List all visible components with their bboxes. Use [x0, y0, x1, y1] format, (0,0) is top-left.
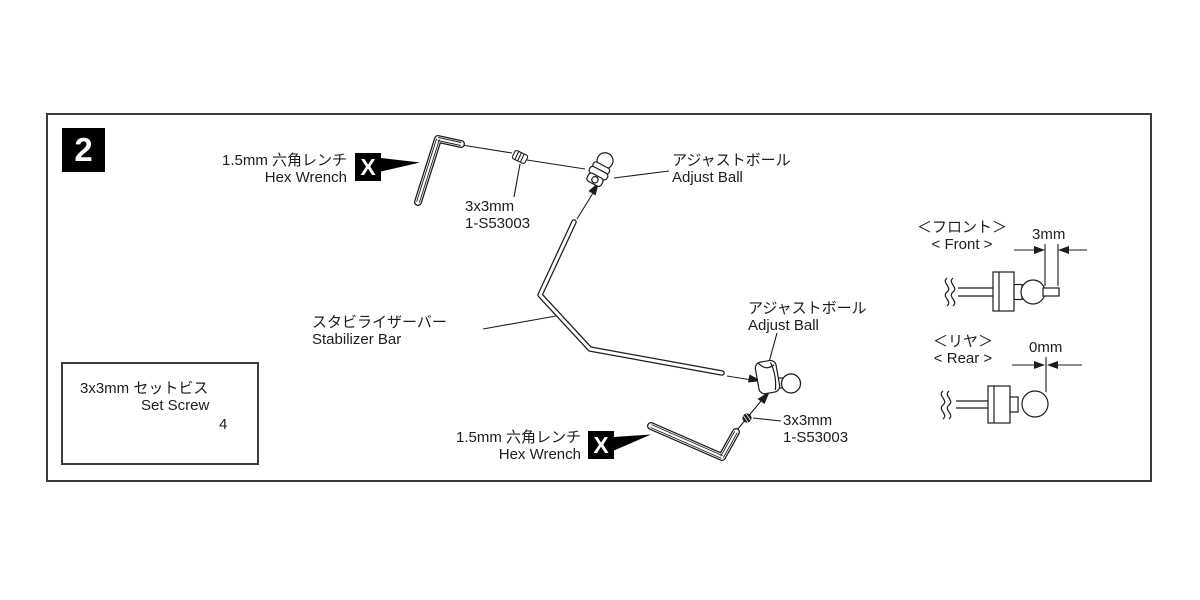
front-label-jp: ＜フロント＞ — [916, 219, 1008, 236]
hex-wrench-top-icon — [414, 135, 465, 206]
hex-wrench-bottom-label: 1.5mm 六角レンチ Hex Wrench — [446, 429, 581, 463]
stabilizer-bar-label-en: Stabilizer Bar — [312, 331, 402, 348]
adjust-ball-bottom-label-jp: アジャストボール — [748, 300, 867, 317]
adjust-ball-bottom-label-en: Adjust Ball — [748, 317, 819, 334]
adjust-ball-top-label: アジャストボール Adjust Ball — [672, 152, 791, 186]
hex-wrench-bottom-label-jp: 1.5mm 六角レンチ — [455, 429, 581, 446]
adjust-ball-top-label-en: Adjust Ball — [672, 169, 743, 186]
set-screw-top-part-no: 1-S53003 — [465, 215, 531, 232]
step-number-badge: 2 — [62, 128, 105, 172]
hex-wrench-bottom-icon — [647, 422, 740, 461]
stabilizer-bar-label: スタビライザーバー Stabilizer Bar — [312, 314, 447, 348]
parts-box-label-en: Set Screw — [141, 397, 210, 414]
set-screw-top-label: 3x3mm 1-S53003 — [465, 198, 530, 232]
front-label-en: < Front > — [931, 236, 993, 253]
x-marker-bottom: X — [588, 431, 614, 459]
rear-ball-diagram — [940, 357, 1082, 424]
front-dimension-lines — [1014, 244, 1087, 286]
front-ball-diagram — [944, 244, 1087, 312]
hex-wrench-top-label: 1.5mm 六角レンチ Hex Wrench — [212, 152, 347, 186]
hex-wrench-bottom-label-en: Hex Wrench — [498, 446, 581, 463]
front-dimension-value: 3mm — [1032, 226, 1066, 243]
rear-label-en: < Rear > — [933, 350, 993, 367]
adjust-ball-bottom-icon — [754, 359, 802, 395]
rear-detail-label: ＜リヤ＞ < Rear > — [933, 333, 993, 367]
parts-box-size: 3x3mm — [80, 380, 130, 397]
hex-wrench-top-label-en: Hex Wrench — [264, 169, 347, 186]
set-screw-top-icon — [511, 150, 529, 164]
adjust-ball-top-icon — [586, 152, 614, 188]
rear-dimension-value: 0mm — [1029, 339, 1063, 356]
x-callout-top-wedge — [381, 158, 420, 172]
hex-wrench-top-label-jp: 1.5mm 六角レンチ — [221, 152, 347, 169]
stabilizer-bar-label-jp: スタビライザーバー — [312, 314, 447, 331]
parts-box-quantity: 4 — [219, 416, 228, 433]
set-screw-top-size: 3x3mm — [465, 198, 515, 215]
x-callout-wedges — [381, 158, 651, 451]
stabilizer-bar-icon — [537, 219, 725, 376]
set-screw-bottom-size: 3x3mm — [783, 412, 833, 429]
front-detail-label: ＜フロント＞ < Front > — [917, 219, 1007, 253]
rear-dimension-lines — [1012, 357, 1082, 392]
parts-quantity-box: 3x3mm セットビス Set Screw 4 — [61, 362, 259, 465]
x-marker-top: X — [355, 153, 381, 181]
set-screw-bottom-label: 3x3mm 1-S53003 — [783, 412, 848, 446]
parts-box-label-jp: セットビス — [133, 380, 209, 397]
parts-box-title: 3x3mm セットビス — [80, 380, 208, 397]
adjust-ball-bottom-label: アジャストボール Adjust Ball — [748, 300, 867, 334]
assembly-arrowheads — [588, 182, 770, 404]
set-screw-bottom-part-no: 1-S53003 — [783, 429, 849, 446]
leader-lines — [461, 144, 782, 431]
adjust-ball-top-label-jp: アジャストボール — [672, 152, 791, 169]
set-screw-bottom-icon — [742, 413, 752, 423]
rear-label-jp: ＜リヤ＞ — [932, 333, 994, 350]
x-callout-bottom-wedge — [614, 434, 651, 451]
